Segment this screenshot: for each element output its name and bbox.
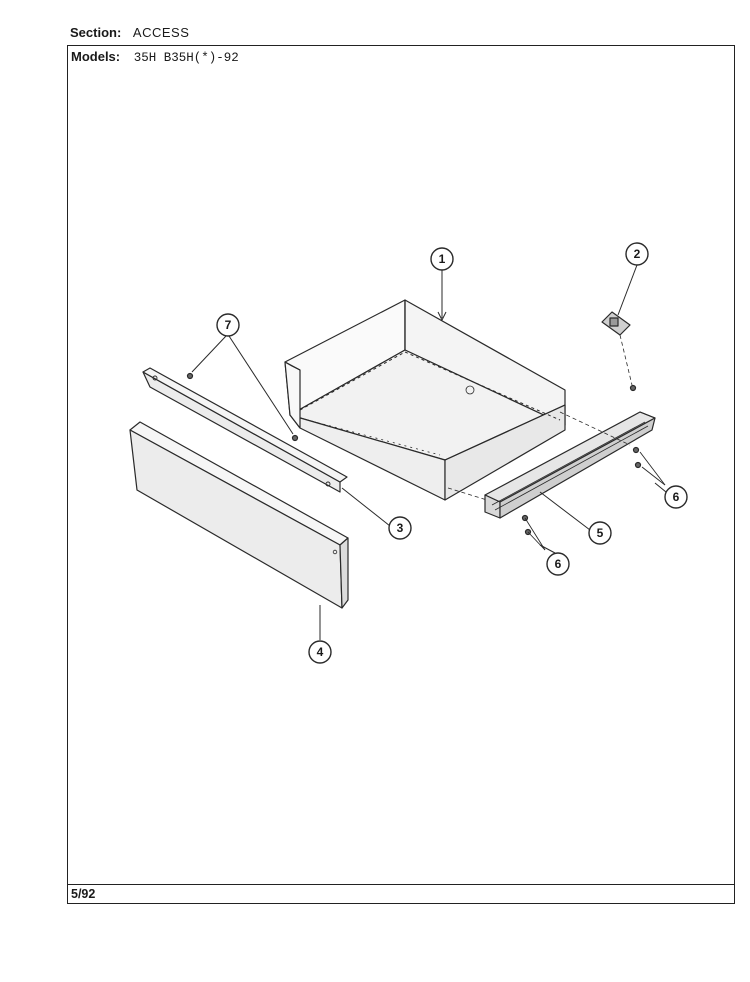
date-code: 5/92 <box>71 887 96 901</box>
callout-6-upper: 6 <box>673 490 680 504</box>
callout-5: 5 <box>597 526 604 540</box>
footer-divider <box>68 884 734 885</box>
callout-6-lower: 6 <box>555 557 562 571</box>
models-value: 35H B35H(*)-92 <box>133 51 239 65</box>
section-header: Section: ACCESS <box>70 25 189 40</box>
callout-4: 4 <box>317 645 324 659</box>
callout-1: 1 <box>439 252 446 266</box>
slide-rail-part <box>484 411 656 519</box>
drawer-box-part <box>284 299 566 501</box>
callout-7: 7 <box>225 318 232 332</box>
front-rail-part <box>142 367 348 493</box>
screws-upper <box>632 446 666 486</box>
callout-3: 3 <box>397 521 404 535</box>
callout-circles <box>216 242 688 664</box>
screws-top <box>186 372 299 442</box>
section-value: ACCESS <box>132 25 190 40</box>
clip-part <box>601 311 637 392</box>
section-label: Section: <box>70 25 122 40</box>
models-label: Models: <box>71 49 121 64</box>
leader-lines <box>191 264 667 640</box>
diagram-frame: Models: 35H B35H(*)-92 5/92 <box>67 45 735 904</box>
screws-lower <box>521 514 546 551</box>
models-header: Models: 35H B35H(*)-92 <box>71 49 239 65</box>
callout-2: 2 <box>634 247 641 261</box>
drawer-front-panel-part <box>129 421 349 609</box>
